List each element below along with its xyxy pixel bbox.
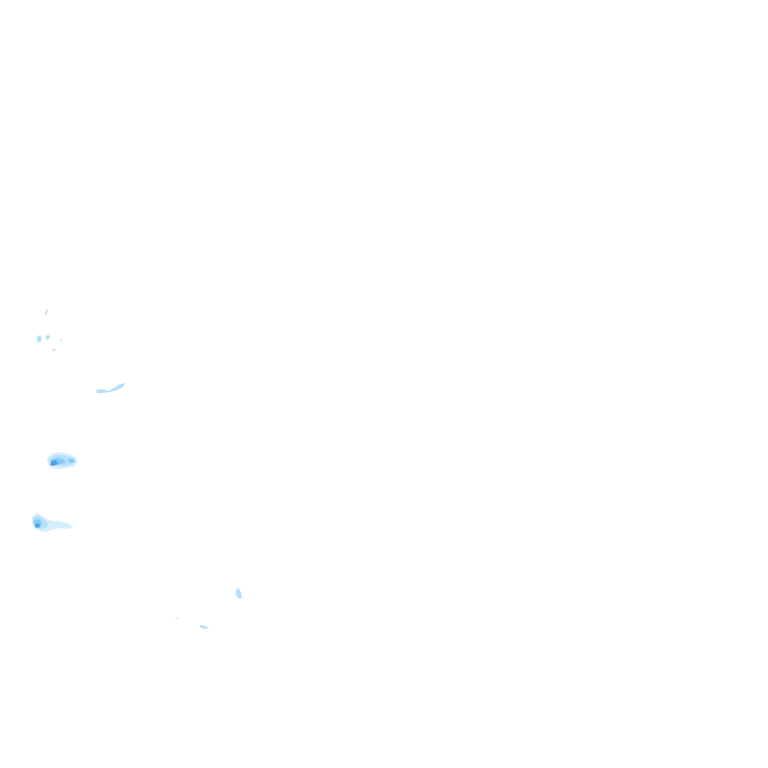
echo-cell-center [47, 452, 78, 469]
echo-fleck [45, 309, 48, 315]
echo-cluster-lower-left [32, 513, 73, 532]
echo-fleck [37, 335, 42, 343]
echo-cluster-upper-left [37, 309, 62, 352]
echo-fleck [59, 339, 62, 342]
echo-blob [96, 383, 125, 393]
echo-blob [35, 523, 40, 528]
echo-cluster-south [175, 588, 242, 629]
echo-fleck [52, 349, 56, 352]
echo-blob [236, 588, 242, 599]
echo-fleck [45, 335, 50, 340]
echo-fleck [175, 617, 179, 620]
echo-blob [68, 459, 75, 463]
echo-fleck [200, 625, 209, 629]
echo-blob [50, 460, 58, 466]
echo-cluster-streak [96, 383, 125, 393]
